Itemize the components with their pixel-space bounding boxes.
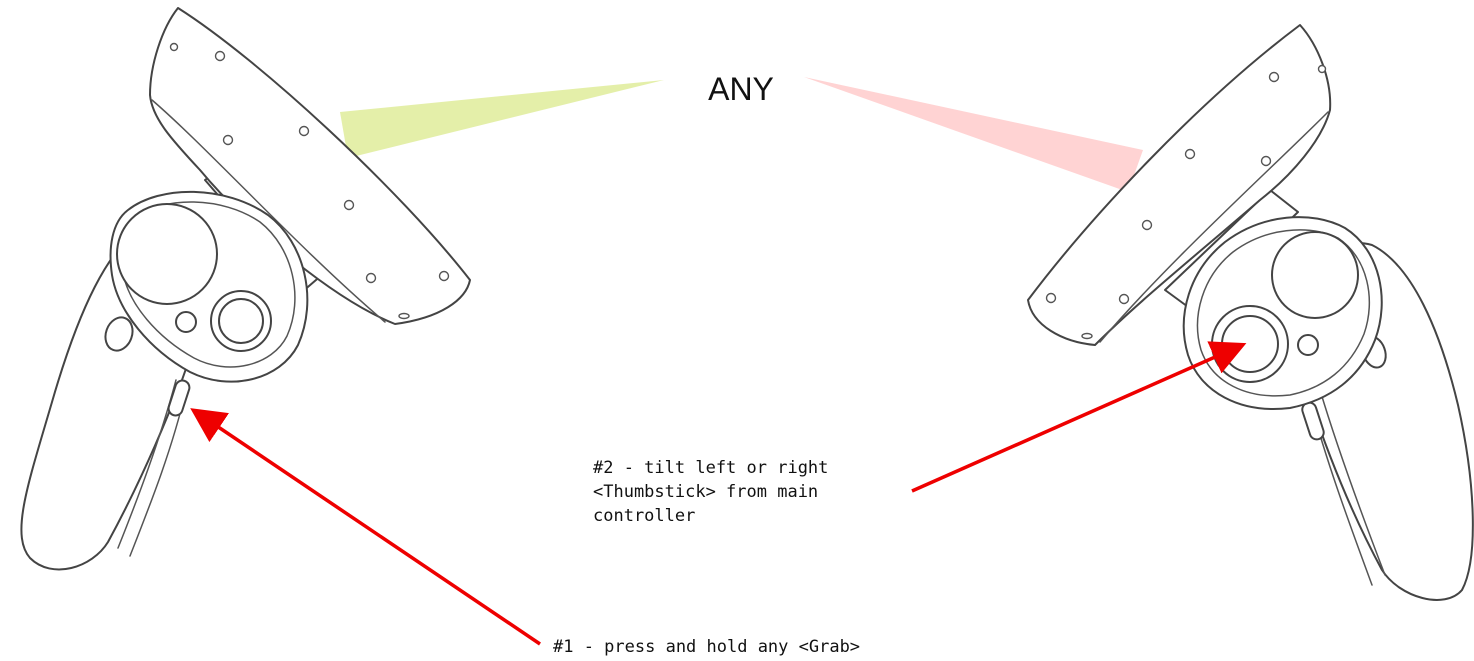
left-led: [438, 270, 450, 282]
callout-step-2-line: <Thumbstick> from main: [593, 482, 818, 502]
left-side-button: [104, 316, 134, 352]
left-controller-head: [149, 7, 471, 325]
left-beam: [340, 80, 664, 158]
left-small-button: [175, 311, 197, 333]
right-controller-head: [1027, 24, 1332, 346]
left-trackpad: [116, 203, 218, 305]
left-led: [169, 42, 179, 52]
left-led: [298, 125, 310, 137]
right-led: [1317, 64, 1327, 74]
arrow-to-thumbstick: [911, 341, 1247, 493]
right-controller: [1027, 24, 1474, 601]
callout-step-1-line: #1 - press and hold any <Grab>: [553, 637, 860, 657]
callout-step-2: #2 - tilt left or right <Thumbstick> fro…: [593, 458, 828, 526]
callout-step-2-line: controller: [593, 506, 695, 526]
left-led: [398, 312, 410, 320]
left-grab-button: [167, 379, 191, 417]
right-trackpad: [1271, 231, 1359, 319]
right-led: [1260, 155, 1272, 167]
right-face-inner-ring: [1196, 229, 1371, 397]
diagram-title: ANY: [708, 71, 774, 107]
right-led: [1141, 219, 1153, 231]
callout-step-2-line: #2 - tilt left or right: [593, 458, 828, 478]
right-led: [1118, 293, 1130, 305]
right-head-edge: [1099, 111, 1329, 343]
right-led: [1268, 71, 1280, 83]
left-led: [365, 272, 377, 284]
right-small-button: [1297, 334, 1319, 356]
callout-step-1: #1 - press and hold any <Grab>: [553, 637, 860, 657]
left-head-edge: [151, 99, 386, 323]
right-grip-inner-line: [1319, 389, 1386, 576]
right-led: [1045, 292, 1057, 304]
arrow-to-grab-button: [190, 408, 541, 646]
left-led: [343, 199, 355, 211]
left-led: [214, 50, 226, 62]
right-beam: [804, 77, 1143, 192]
left-thumbstick-cap: [218, 298, 264, 344]
left-controller: [20, 7, 471, 571]
right-led: [1081, 332, 1093, 340]
left-led: [222, 134, 234, 146]
right-thumbstick-cap: [1221, 315, 1279, 373]
right-led: [1184, 148, 1196, 160]
